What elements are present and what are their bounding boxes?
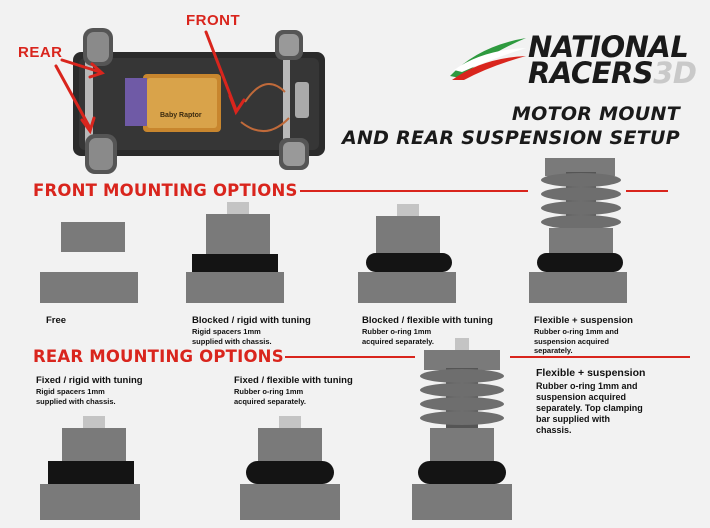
rear-section-rule [285,356,415,358]
front-option-2-title: Blocked / rigid with tuning [192,315,311,326]
mount-top-block [62,428,126,462]
chassis-photo [73,28,325,174]
mount-pin [279,416,301,428]
rear-section-heading: REAR MOUNTING OPTIONS [33,347,284,366]
clamp-pin [455,338,469,352]
rear-option-3-desc: Rubber o-ring 1mm and suspension acquire… [536,381,643,435]
mount-top-block [430,428,494,462]
motor-label: Baby Raptor [160,112,202,119]
mount-pin [227,202,249,214]
rear-option-2-title: Fixed / flexible with tuning [234,375,353,386]
front-option-4-title: Flexible + suspension [534,315,633,326]
brand-name-3d: 3D [653,56,697,90]
rigid-spacer [192,254,278,272]
front-option-3-title: Blocked / flexible with tuning [362,315,493,326]
mount-base-block [40,484,140,520]
front-option-4-desc: Rubber o-ring 1mm and suspension acquire… [534,327,619,355]
mount-top-block [545,158,615,176]
mount-base-block [529,272,627,303]
brand-name-line2: RACERS3D [528,59,697,88]
mount-top-block [258,428,322,462]
mount-base-block [186,272,284,303]
mount-pin [397,204,419,216]
front-section-rule [300,190,528,192]
front-section-heading: FRONT MOUNTING OPTIONS [33,181,298,200]
brand-name-racers: RACERS [528,56,654,90]
rear-callout: REAR [18,44,63,61]
suspension-spring-icon [420,368,504,430]
brand-name-line1: NATIONAL [528,30,689,64]
page-title-line2: AND REAR SUSPENSION SETUP [341,127,680,149]
mount-pin [83,416,105,428]
mount-base-block [358,272,456,303]
rear-option-1-title: Fixed / rigid with tuning [36,375,143,386]
mount-top-block [61,222,125,252]
rear-option-3-title: Flexible + suspension [536,367,646,379]
mount-top-block [206,214,270,254]
page-title-line1: MOTOR MOUNT [511,103,680,125]
rubber-o-ring [366,253,452,272]
mount-base-block [240,484,340,520]
front-option-2-desc: Rigid spacers 1mm supplied with chassis. [192,327,272,346]
rubber-o-ring [418,461,506,484]
brand-swoosh-icon [450,38,526,80]
rubber-o-ring [246,461,334,484]
rigid-spacer [48,461,134,484]
rubber-o-ring [537,253,623,272]
rear-section-rule-right [510,356,690,358]
suspension-spring-icon [541,172,621,232]
mount-top-block [376,216,440,254]
mount-top-block [549,228,613,254]
front-option-1-title: Free [46,315,67,326]
callout-arrows [54,30,246,135]
rear-option-1-desc: Rigid spacers 1mm supplied with chassis. [36,387,116,406]
front-option-3-desc: Rubber o-ring 1mm acquired separately. [362,327,434,346]
mount-base-block [412,484,512,520]
clamp-bar [424,350,500,370]
rear-option-2-desc: Rubber o-ring 1mm acquired separately. [234,387,306,406]
front-section-rule-right [626,190,668,192]
mount-base-block [40,272,138,303]
front-callout: FRONT [186,12,241,29]
